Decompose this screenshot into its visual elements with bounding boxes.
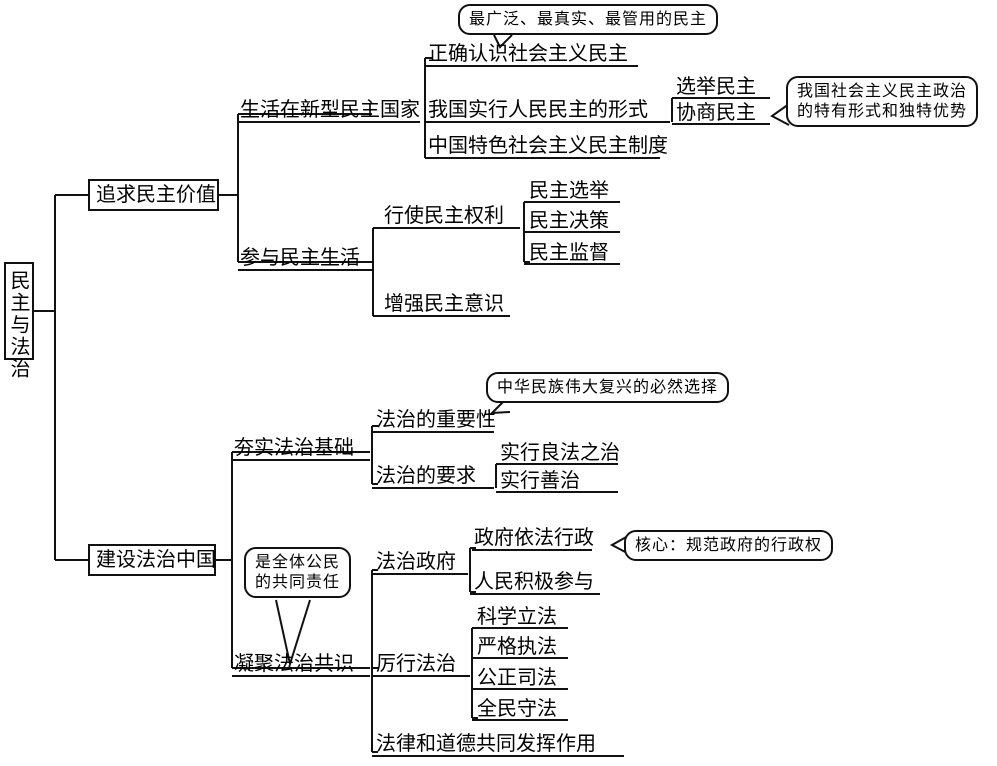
node-strengthen-democratic-awareness[interactable]: 增强民主意识 [384, 291, 504, 315]
node-electoral-democracy[interactable]: 选举民主 [676, 74, 756, 98]
node-impartial-justice[interactable]: 公正司法 [477, 665, 557, 689]
node-build-rule-of-law-consensus[interactable]: 凝聚法治共识 [234, 651, 354, 675]
node-requirements-of-rule-of-law[interactable]: 法治的要求 [376, 463, 476, 487]
node-law-abiding-by-all[interactable]: 全民守法 [477, 696, 557, 720]
node-live-in-new-democratic-country[interactable]: 生活在新型民主国家 [240, 97, 420, 121]
node-scientific-legislation[interactable]: 科学立法 [477, 604, 557, 628]
node-strictly-enforce-rule-of-law[interactable]: 厉行法治 [376, 651, 456, 675]
root-node[interactable]: 民主与法治 [4, 262, 34, 380]
node-exercise-democratic-rights[interactable]: 行使民主权利 [384, 203, 504, 227]
callout-unique-form-and-advantage: 我国社会主义民主政治 的特有形式和独特优势 [786, 76, 979, 127]
node-rule-of-law-government[interactable]: 法治政府 [376, 549, 456, 573]
node-consolidate-rule-of-law-foundation[interactable]: 夯实法治基础 [234, 435, 354, 459]
node-correctly-understand-socialist-democracy[interactable]: 正确认识社会主义民主 [428, 41, 628, 65]
node-consultative-democracy[interactable]: 协商民主 [676, 100, 756, 124]
node-strict-law-enforcement[interactable]: 严格执法 [477, 634, 557, 658]
node-implement-good-governance[interactable]: 实行善治 [500, 468, 580, 492]
callout-broadest-truest-most-effective-democracy: 最广泛、最真实、最管用的民主 [458, 4, 719, 35]
node-forms-of-peoples-democracy[interactable]: 我国实行人民民主的形式 [428, 97, 648, 121]
node-law-and-morality-work-together[interactable]: 法律和道德共同发挥作用 [376, 731, 596, 755]
node-government-administer-by-law[interactable]: 政府依法行政 [474, 525, 594, 549]
node-implement-good-law-governance[interactable]: 实行良法之治 [500, 440, 620, 464]
diagram-title: 民主与法治 思维导图 [0, 0, 1, 1]
branch-node-build-rule-of-law-china[interactable]: 建设法治中国 [88, 544, 216, 577]
node-participate-in-democratic-life[interactable]: 参与民主生活 [240, 245, 360, 269]
branch-node-pursue-democratic-values[interactable]: 追求民主价值 [88, 179, 219, 212]
node-democratic-election[interactable]: 民主选举 [529, 178, 609, 202]
node-importance-of-rule-of-law[interactable]: 法治的重要性 [376, 407, 496, 431]
callout-core-regulate-government-administrative-power: 核心：规范政府的行政权 [624, 530, 834, 561]
callout-shared-responsibility-of-all-citizens: 是全体公民 的共同责任 [244, 547, 352, 598]
node-democratic-supervision[interactable]: 民主监督 [529, 240, 609, 264]
callout-inevitable-choice-for-national-rejuvenation: 中华民族伟大复兴的必然选择 [486, 372, 730, 403]
node-socialist-democracy-system-with-chinese-characteristics[interactable]: 中国特色社会主义民主制度 [428, 133, 668, 157]
node-people-actively-participate[interactable]: 人民积极参与 [474, 569, 594, 593]
node-democratic-decision-making[interactable]: 民主决策 [529, 208, 609, 232]
